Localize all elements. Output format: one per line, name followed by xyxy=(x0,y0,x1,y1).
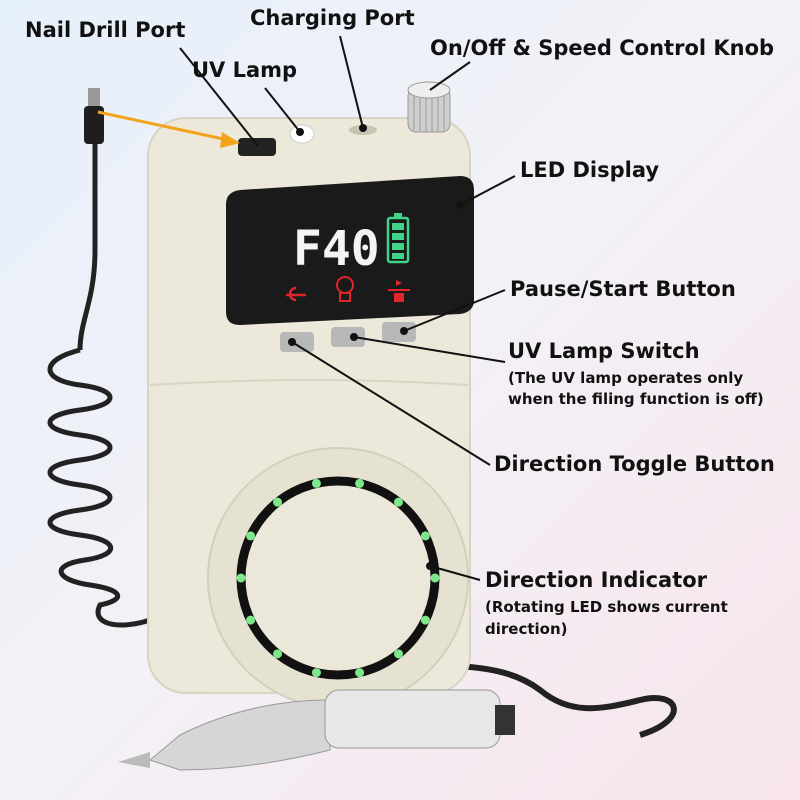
led-segment xyxy=(430,573,440,583)
led-segment xyxy=(311,668,321,678)
label-direction-toggle: Direction Toggle Button xyxy=(494,452,775,476)
leader-lines xyxy=(179,35,516,581)
drill-handpiece xyxy=(118,689,515,771)
led-segment xyxy=(355,478,365,488)
dc-plug xyxy=(84,88,104,144)
play-pause-stop-icon xyxy=(388,280,410,302)
led-ring xyxy=(236,478,440,678)
direction-indicator-note-1: (Rotating LED shows current xyxy=(485,598,728,616)
arrow-icon xyxy=(97,110,240,148)
direction-toggle-button[interactable] xyxy=(280,332,314,352)
uv-lamp-switch-note-1: (The UV lamp operates only xyxy=(508,369,744,387)
device-body: F40 xyxy=(147,81,474,709)
label-charging-port: Charging Port xyxy=(250,6,415,30)
direction-icon xyxy=(286,286,306,302)
led-segment xyxy=(273,649,283,659)
led-segment xyxy=(420,531,430,541)
nail-drill-port xyxy=(238,138,276,156)
coiled-cable xyxy=(47,140,677,738)
label-direction-indicator: Direction Indicator xyxy=(485,568,708,592)
led-segment xyxy=(420,615,430,625)
speed-readout: F40 xyxy=(293,221,380,277)
label-uv-lamp-switch: UV Lamp Switch xyxy=(508,339,700,363)
label-uv-lamp: UV Lamp xyxy=(192,58,298,82)
uv-lamp-switch-button[interactable] xyxy=(331,327,365,347)
led-segment xyxy=(246,615,256,625)
uv-lamp-icon xyxy=(336,276,354,302)
led-segment xyxy=(311,478,321,488)
led-segment xyxy=(393,649,403,659)
led-segment xyxy=(246,531,256,541)
direction-indicator-ring xyxy=(236,476,440,680)
led-segment xyxy=(273,497,283,507)
label-knob: On/Off & Speed Control Knob xyxy=(430,36,775,60)
uv-lamp-switch-note-2: when the filing function is off) xyxy=(508,390,764,408)
label-nail-drill-port: Nail Drill Port xyxy=(25,18,186,42)
led-segment xyxy=(236,573,246,583)
label-led-display: LED Display xyxy=(520,158,660,182)
label-pause-start: Pause/Start Button xyxy=(510,277,736,301)
led-segment xyxy=(393,497,403,507)
led-display-screen xyxy=(226,176,474,325)
speed-control-knob[interactable] xyxy=(407,81,451,133)
led-segment xyxy=(355,668,365,678)
pause-start-button[interactable] xyxy=(382,322,416,342)
direction-indicator-note-2: direction) xyxy=(485,620,568,638)
battery-icon xyxy=(386,213,410,264)
